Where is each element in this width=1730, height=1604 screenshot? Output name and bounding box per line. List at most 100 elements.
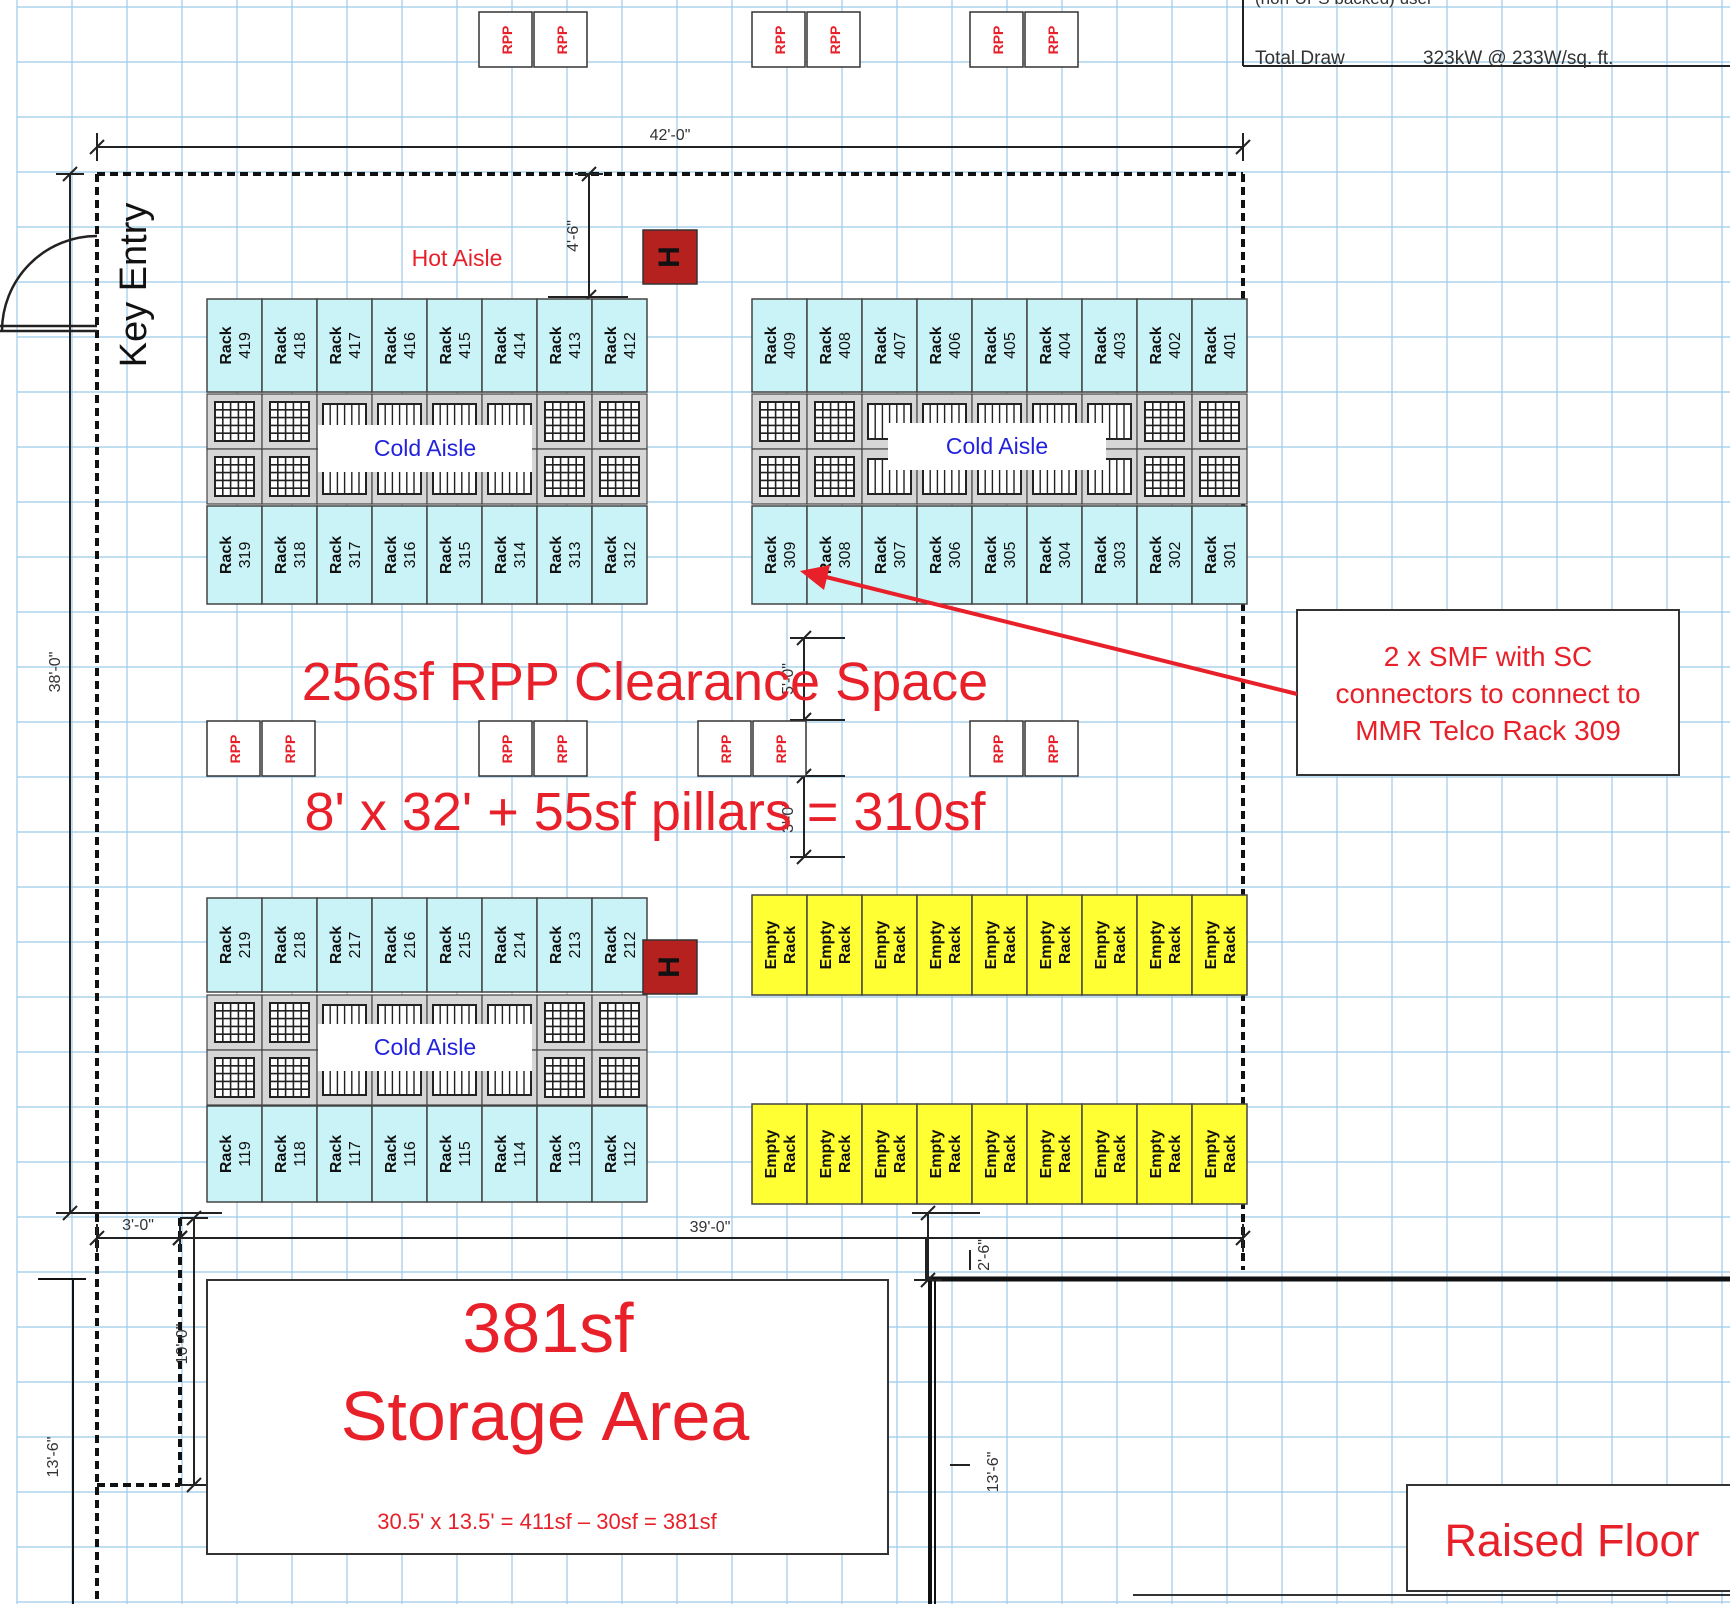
floor-tile [751, 448, 808, 505]
floor-tile [591, 1049, 648, 1106]
dim-storage-side: 10'-0" [174, 1324, 191, 1365]
rpp-unit-mid-b-1[interactable]: RPP [478, 720, 533, 777]
rpp-unit-top-a-2[interactable]: RPP [533, 11, 588, 68]
rpp-label: RPP [554, 26, 570, 55]
rpp-unit-mid-b-2[interactable]: RPP [533, 720, 588, 777]
heater-unit-lower[interactable]: H [642, 939, 698, 995]
rpp-unit-top-c-1[interactable]: RPP [969, 11, 1024, 68]
dim-bottom-main: 39'-0" [690, 1219, 731, 1236]
rpp-unit-mid-d-2[interactable]: RPP [1024, 720, 1079, 777]
rpp-unit-mid-c-1[interactable]: RPP [697, 720, 752, 777]
rpp-unit-top-b-2[interactable]: RPP [806, 11, 861, 68]
rpp-unit-top-a-1[interactable]: RPP [478, 11, 533, 68]
rpp-unit-mid-d-1[interactable]: RPP [969, 720, 1024, 777]
heater-unit-upper[interactable]: H [642, 229, 698, 285]
rpp-unit-mid-a-2[interactable]: RPP [261, 720, 316, 777]
rpp-unit-mid-a-1[interactable]: RPP [206, 720, 261, 777]
floor-tile [206, 994, 263, 1051]
cold-aisle-label: Cold Aisle [946, 433, 1048, 459]
rpp-unit-mid-c-2[interactable]: RPP [752, 720, 807, 777]
rpp-unit-top-c-2[interactable]: RPP [1024, 11, 1079, 68]
dim-gap: 2'-6" [976, 1239, 993, 1271]
dimension-lines [56, 133, 1251, 1493]
rpp-unit-top-b-1[interactable]: RPP [751, 11, 806, 68]
